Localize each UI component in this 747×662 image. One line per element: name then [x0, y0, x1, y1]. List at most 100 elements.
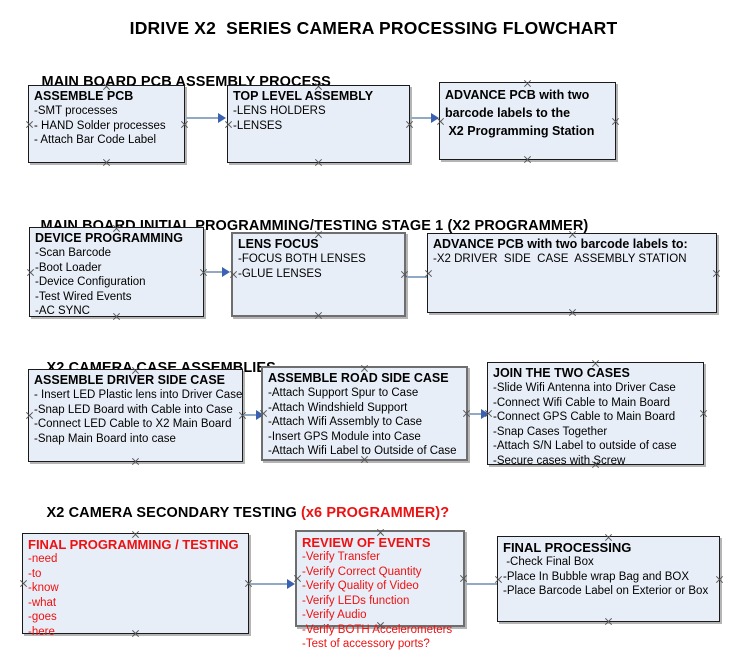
- node-review-of-events[interactable]: REVIEW OF EVENTS -Verify Transfer -Verif…: [293, 528, 465, 650]
- node-line: - Attach Bar Code Label: [34, 134, 157, 146]
- connection-handle-bottom[interactable]: [314, 158, 323, 167]
- node-line: - Insert LED Plastic lens into Driver Ca…: [34, 389, 243, 401]
- connection-handle-top[interactable]: [523, 79, 532, 88]
- connection-handle-bottom[interactable]: [360, 455, 369, 464]
- connection-handle-top[interactable]: [360, 364, 369, 373]
- node-line: -goes: [28, 611, 57, 623]
- connection-handle-bottom[interactable]: [131, 629, 140, 638]
- connection-handle-left[interactable]: [25, 120, 34, 129]
- node-line: -to: [28, 567, 42, 580]
- connection-handle-bottom[interactable]: [376, 621, 385, 630]
- node-title: TOP LEVEL ASSEMBLY: [233, 89, 374, 103]
- arrow-head-icon: [218, 113, 226, 123]
- node-line: -Attach S/N Label to outside of case: [493, 440, 677, 452]
- node-line: -Device Configuration: [35, 276, 146, 288]
- connection-handle-left[interactable]: [224, 120, 233, 129]
- node-title: DEVICE PROGRAMMING: [35, 231, 183, 245]
- connection-handle-top[interactable]: [604, 533, 613, 542]
- node-advance-pcb-programming-station[interactable]: ADVANCE PCB with two barcode labels to t…: [439, 82, 616, 160]
- node-assemble-pcb[interactable]: ASSEMBLE PCB -SMT processes - HAND Solde…: [28, 85, 185, 163]
- node-line: -here: [28, 625, 55, 638]
- arrow-final-programming-to-review-of-events[interactable]: [250, 579, 295, 589]
- connection-handle-left[interactable]: [19, 579, 28, 588]
- node-title: ADVANCE PCB with two: [445, 88, 590, 102]
- node-top-level-assembly[interactable]: TOP LEVEL ASSEMBLY -LENS HOLDERS -LENSES: [227, 85, 410, 163]
- node-device-programming[interactable]: DEVICE PROGRAMMING -Scan Barcode -Boot L…: [29, 227, 204, 317]
- node-line-overflow: -Test of accessory ports?: [302, 638, 430, 650]
- node-line: -Insert GPS Module into Case: [268, 430, 421, 443]
- connection-handle-bottom[interactable]: [131, 457, 140, 466]
- connection-handle-bottom[interactable]: [102, 158, 111, 167]
- connection-handle-left[interactable]: [259, 409, 268, 418]
- node-final-processing[interactable]: FINAL PROCESSING -Check Final Box -Place…: [497, 536, 720, 622]
- connection-handle-top[interactable]: [131, 530, 140, 539]
- node-title: FINAL PROGRAMMING / TESTING: [28, 537, 239, 552]
- node-line: -Connect LED Cable to X2 Main Board: [34, 418, 232, 430]
- node-line: -FOCUS BOTH LENSES: [238, 253, 366, 265]
- arrow-shaft: [411, 117, 432, 119]
- connection-handle-top[interactable]: [314, 82, 323, 91]
- node-line: -Verify BOTH Accelerometers: [302, 623, 453, 636]
- node-title-line3: X2 Programming Station: [445, 124, 595, 138]
- node-title: ASSEMBLE PCB: [34, 89, 134, 103]
- connection-handle-top[interactable]: [591, 359, 600, 368]
- connection-handle-bottom[interactable]: [523, 155, 532, 164]
- connection-handle-left[interactable]: [26, 268, 35, 277]
- connection-handle-left[interactable]: [424, 269, 433, 278]
- node-assemble-road-side-case[interactable]: ASSEMBLE ROAD SIDE CASE -Attach Support …: [261, 366, 468, 461]
- connection-handle-right[interactable]: [699, 409, 708, 418]
- node-line: -LENSES: [233, 119, 283, 132]
- node-title: ASSEMBLE ROAD SIDE CASE: [268, 371, 449, 385]
- connection-handle-right[interactable]: [712, 269, 721, 278]
- node-line: -Scan Barcode: [35, 247, 112, 259]
- node-line: - HAND Solder processes: [34, 119, 166, 132]
- arrow-assemble-pcb-to-top-level[interactable]: [186, 113, 226, 123]
- node-line: -Slide Wifi Antenna into Driver Case: [493, 382, 676, 394]
- node-line: -Verify Audio: [302, 609, 367, 621]
- node-line: -Connect Wifi Cable to Main Board: [493, 396, 671, 409]
- connection-handle-bottom[interactable]: [112, 312, 121, 321]
- connection-handle-top[interactable]: [131, 366, 140, 375]
- node-line: -Snap Cases Together: [493, 425, 608, 438]
- connection-handle-top[interactable]: [102, 82, 111, 91]
- node-line: -Attach Wifi Label to Outside of Case: [268, 445, 457, 457]
- node-lens-focus[interactable]: LENS FOCUS -FOCUS BOTH LENSES -GLUE LENS…: [231, 232, 406, 317]
- connection-handle-top[interactable]: [376, 528, 385, 537]
- connection-handle-left[interactable]: [25, 411, 34, 420]
- connection-handle-right[interactable]: [611, 117, 620, 126]
- node-line: -Verify LEDs function: [302, 594, 410, 607]
- connection-handle-left[interactable]: [484, 409, 493, 418]
- node-line: -know: [28, 582, 59, 594]
- node-line: -Attach Wifi Assembly to Case: [268, 416, 423, 428]
- node-line: -Verify Correct Quantity: [302, 565, 422, 578]
- connection-handle-bottom[interactable]: [568, 308, 577, 317]
- node-line: -what: [28, 596, 57, 609]
- node-title: ADVANCE PCB with two barcode labels to:: [433, 237, 688, 251]
- connection-handle-left[interactable]: [293, 574, 302, 583]
- node-assemble-driver-side-case[interactable]: ASSEMBLE DRIVER SIDE CASE - Insert LED P…: [28, 369, 243, 462]
- connection-handle-top[interactable]: [112, 224, 121, 233]
- node-final-programming-testing[interactable]: FINAL PROGRAMMING / TESTING -need -to -k…: [19, 530, 249, 638]
- connection-handle-bottom[interactable]: [591, 460, 600, 469]
- node-line: -Secure cases with Screw: [493, 454, 626, 467]
- connection-handle-left[interactable]: [494, 575, 503, 584]
- node-line: -GLUE LENSES: [238, 267, 322, 280]
- connection-handle-left[interactable]: [436, 117, 445, 126]
- connection-handle-top[interactable]: [314, 230, 323, 239]
- connection-handle-left[interactable]: [229, 270, 238, 279]
- arrow-shaft: [186, 117, 219, 119]
- connection-handle-bottom[interactable]: [314, 311, 323, 320]
- node-join-the-two-cases[interactable]: JOIN THE TWO CASES -Slide Wifi Antenna i…: [484, 359, 704, 467]
- node-line: -Place In Bubble wrap Bag and BOX: [503, 570, 690, 583]
- node-advance-pcb-driver-side-station[interactable]: ADVANCE PCB with two barcode labels to: …: [427, 233, 717, 313]
- node-line: -Verify Quality of Video: [302, 580, 419, 592]
- arrow-shaft: [205, 271, 223, 273]
- node-line: -Boot Loader: [35, 261, 102, 274]
- connection-handle-top[interactable]: [568, 230, 577, 239]
- arrow-device-programming-to-lens-focus[interactable]: [205, 267, 230, 277]
- arrow-head-icon: [222, 267, 230, 277]
- node-line: -Attach Windshield Support: [268, 401, 408, 414]
- section-heading-4-text: X2 CAMERA SECONDARY TESTING: [46, 505, 301, 521]
- connection-handle-right[interactable]: [715, 575, 724, 584]
- connection-handle-bottom[interactable]: [604, 617, 613, 626]
